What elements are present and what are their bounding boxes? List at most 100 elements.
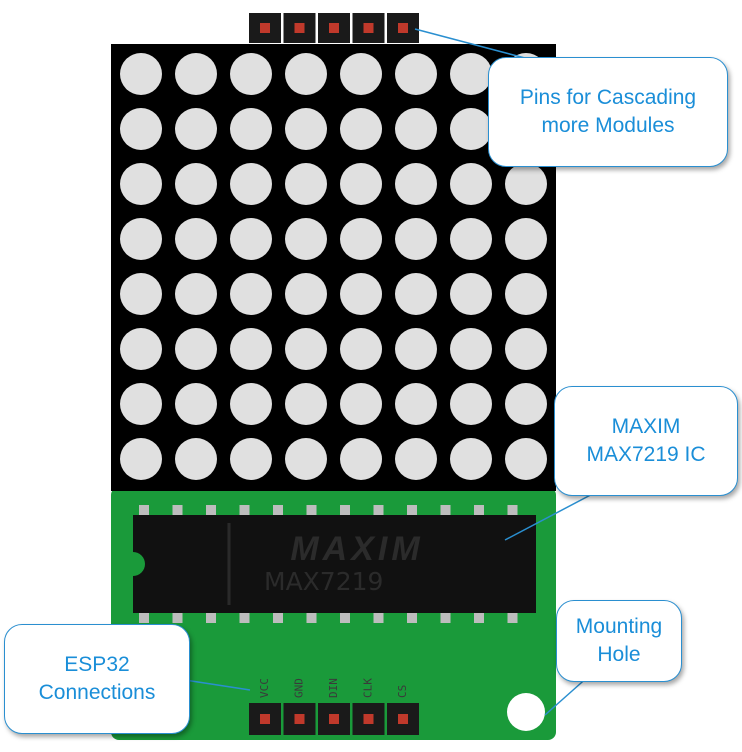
led-dot bbox=[230, 108, 272, 150]
led-dot bbox=[340, 328, 382, 370]
led-dot bbox=[395, 53, 437, 95]
led-dot bbox=[505, 438, 547, 480]
led-dot bbox=[120, 273, 162, 315]
led-dot bbox=[175, 108, 217, 150]
chip-leg bbox=[340, 505, 350, 517]
led-dot bbox=[450, 438, 492, 480]
header-pin-pad bbox=[294, 23, 305, 33]
callout-cascade-text: Pins for Cascading more Modules bbox=[519, 85, 697, 137]
led-dot bbox=[340, 218, 382, 260]
led-dot bbox=[285, 108, 327, 150]
chip-leg bbox=[340, 611, 350, 623]
chip-leg bbox=[474, 505, 484, 517]
led-dot bbox=[175, 218, 217, 260]
led-dot bbox=[175, 383, 217, 425]
led-dot bbox=[175, 53, 217, 95]
led-dot bbox=[450, 273, 492, 315]
ic-arrow bbox=[504, 489, 601, 541]
chip-leg bbox=[172, 611, 183, 623]
chip-leg bbox=[206, 611, 216, 623]
led-dot bbox=[230, 273, 272, 315]
led-grid bbox=[120, 53, 547, 480]
pin-label-cs: CS bbox=[396, 685, 409, 698]
led-dot bbox=[340, 53, 382, 95]
max7219-chip bbox=[133, 515, 536, 613]
chip-leg bbox=[373, 611, 384, 623]
chip-leg bbox=[440, 611, 451, 623]
led-dot bbox=[230, 328, 272, 370]
chip-leg bbox=[306, 611, 317, 623]
led-dot bbox=[340, 163, 382, 205]
led-dot bbox=[285, 53, 327, 95]
led-dot bbox=[120, 328, 162, 370]
led-dot bbox=[175, 273, 217, 315]
led-dot bbox=[285, 383, 327, 425]
header-pin-pad bbox=[260, 23, 270, 33]
chip-leg bbox=[440, 505, 451, 517]
led-dot bbox=[230, 53, 272, 95]
led-dot bbox=[230, 218, 272, 260]
led-dot bbox=[450, 163, 492, 205]
header-pin-pad bbox=[329, 23, 339, 33]
esp32-pin-header bbox=[249, 703, 419, 735]
led-dot bbox=[120, 438, 162, 480]
chip-legs bbox=[139, 505, 518, 623]
header-pin-pad bbox=[363, 23, 374, 33]
chip-leg bbox=[407, 611, 417, 623]
mounting-hole bbox=[507, 693, 545, 731]
chip-leg bbox=[507, 505, 518, 517]
led-dot bbox=[450, 383, 492, 425]
led-dot bbox=[120, 218, 162, 260]
led-dot bbox=[340, 383, 382, 425]
led-dot bbox=[175, 328, 217, 370]
led-dot bbox=[120, 53, 162, 95]
header-pin-pad bbox=[329, 714, 339, 724]
esp32-arrow bbox=[184, 679, 251, 691]
chip-leg bbox=[306, 505, 317, 517]
chip-leg bbox=[474, 611, 484, 623]
led-dot bbox=[230, 163, 272, 205]
led-dot bbox=[450, 108, 492, 150]
callout-max7219: MAXIM MAX7219 IC bbox=[554, 386, 738, 496]
led-dot bbox=[505, 273, 547, 315]
led-dot bbox=[340, 108, 382, 150]
led-dot bbox=[450, 53, 492, 95]
pin-label-gnd: GND bbox=[293, 678, 306, 698]
callout-cascade-pins: Pins for Cascading more Modules bbox=[488, 57, 728, 167]
led-dot bbox=[175, 438, 217, 480]
header-pin-pad bbox=[260, 714, 270, 724]
pin-label-din: DIN bbox=[327, 678, 340, 698]
led-dot bbox=[175, 163, 217, 205]
chip-model: MAX7219 bbox=[264, 567, 383, 596]
callout-mounting-hole: Mounting Hole bbox=[556, 600, 682, 682]
chip-leg bbox=[507, 611, 518, 623]
led-dot bbox=[230, 438, 272, 480]
led-dot bbox=[285, 273, 327, 315]
led-dot bbox=[450, 328, 492, 370]
header-pin-pad bbox=[294, 714, 305, 724]
led-dot bbox=[285, 218, 327, 260]
led-dot bbox=[505, 383, 547, 425]
led-dot bbox=[120, 163, 162, 205]
led-dot bbox=[395, 218, 437, 260]
led-dot bbox=[340, 438, 382, 480]
cascade-arrow bbox=[414, 28, 541, 63]
chip-leg bbox=[239, 611, 250, 623]
led-dot bbox=[285, 163, 327, 205]
chip-notch bbox=[133, 552, 145, 576]
led-dot bbox=[230, 383, 272, 425]
pin-label-clk: CLK bbox=[362, 678, 375, 698]
chip-leg bbox=[172, 505, 183, 517]
callout-ic-text: MAXIM MAX7219 IC bbox=[586, 414, 706, 466]
led-dot bbox=[505, 218, 547, 260]
cascade-pin-header bbox=[249, 13, 419, 43]
led-dot bbox=[450, 218, 492, 260]
led-dot bbox=[285, 328, 327, 370]
chip-leg bbox=[407, 505, 417, 517]
led-dot bbox=[395, 163, 437, 205]
header-pin-pad bbox=[363, 714, 374, 724]
led-dot bbox=[340, 273, 382, 315]
chip-leg bbox=[139, 505, 149, 517]
